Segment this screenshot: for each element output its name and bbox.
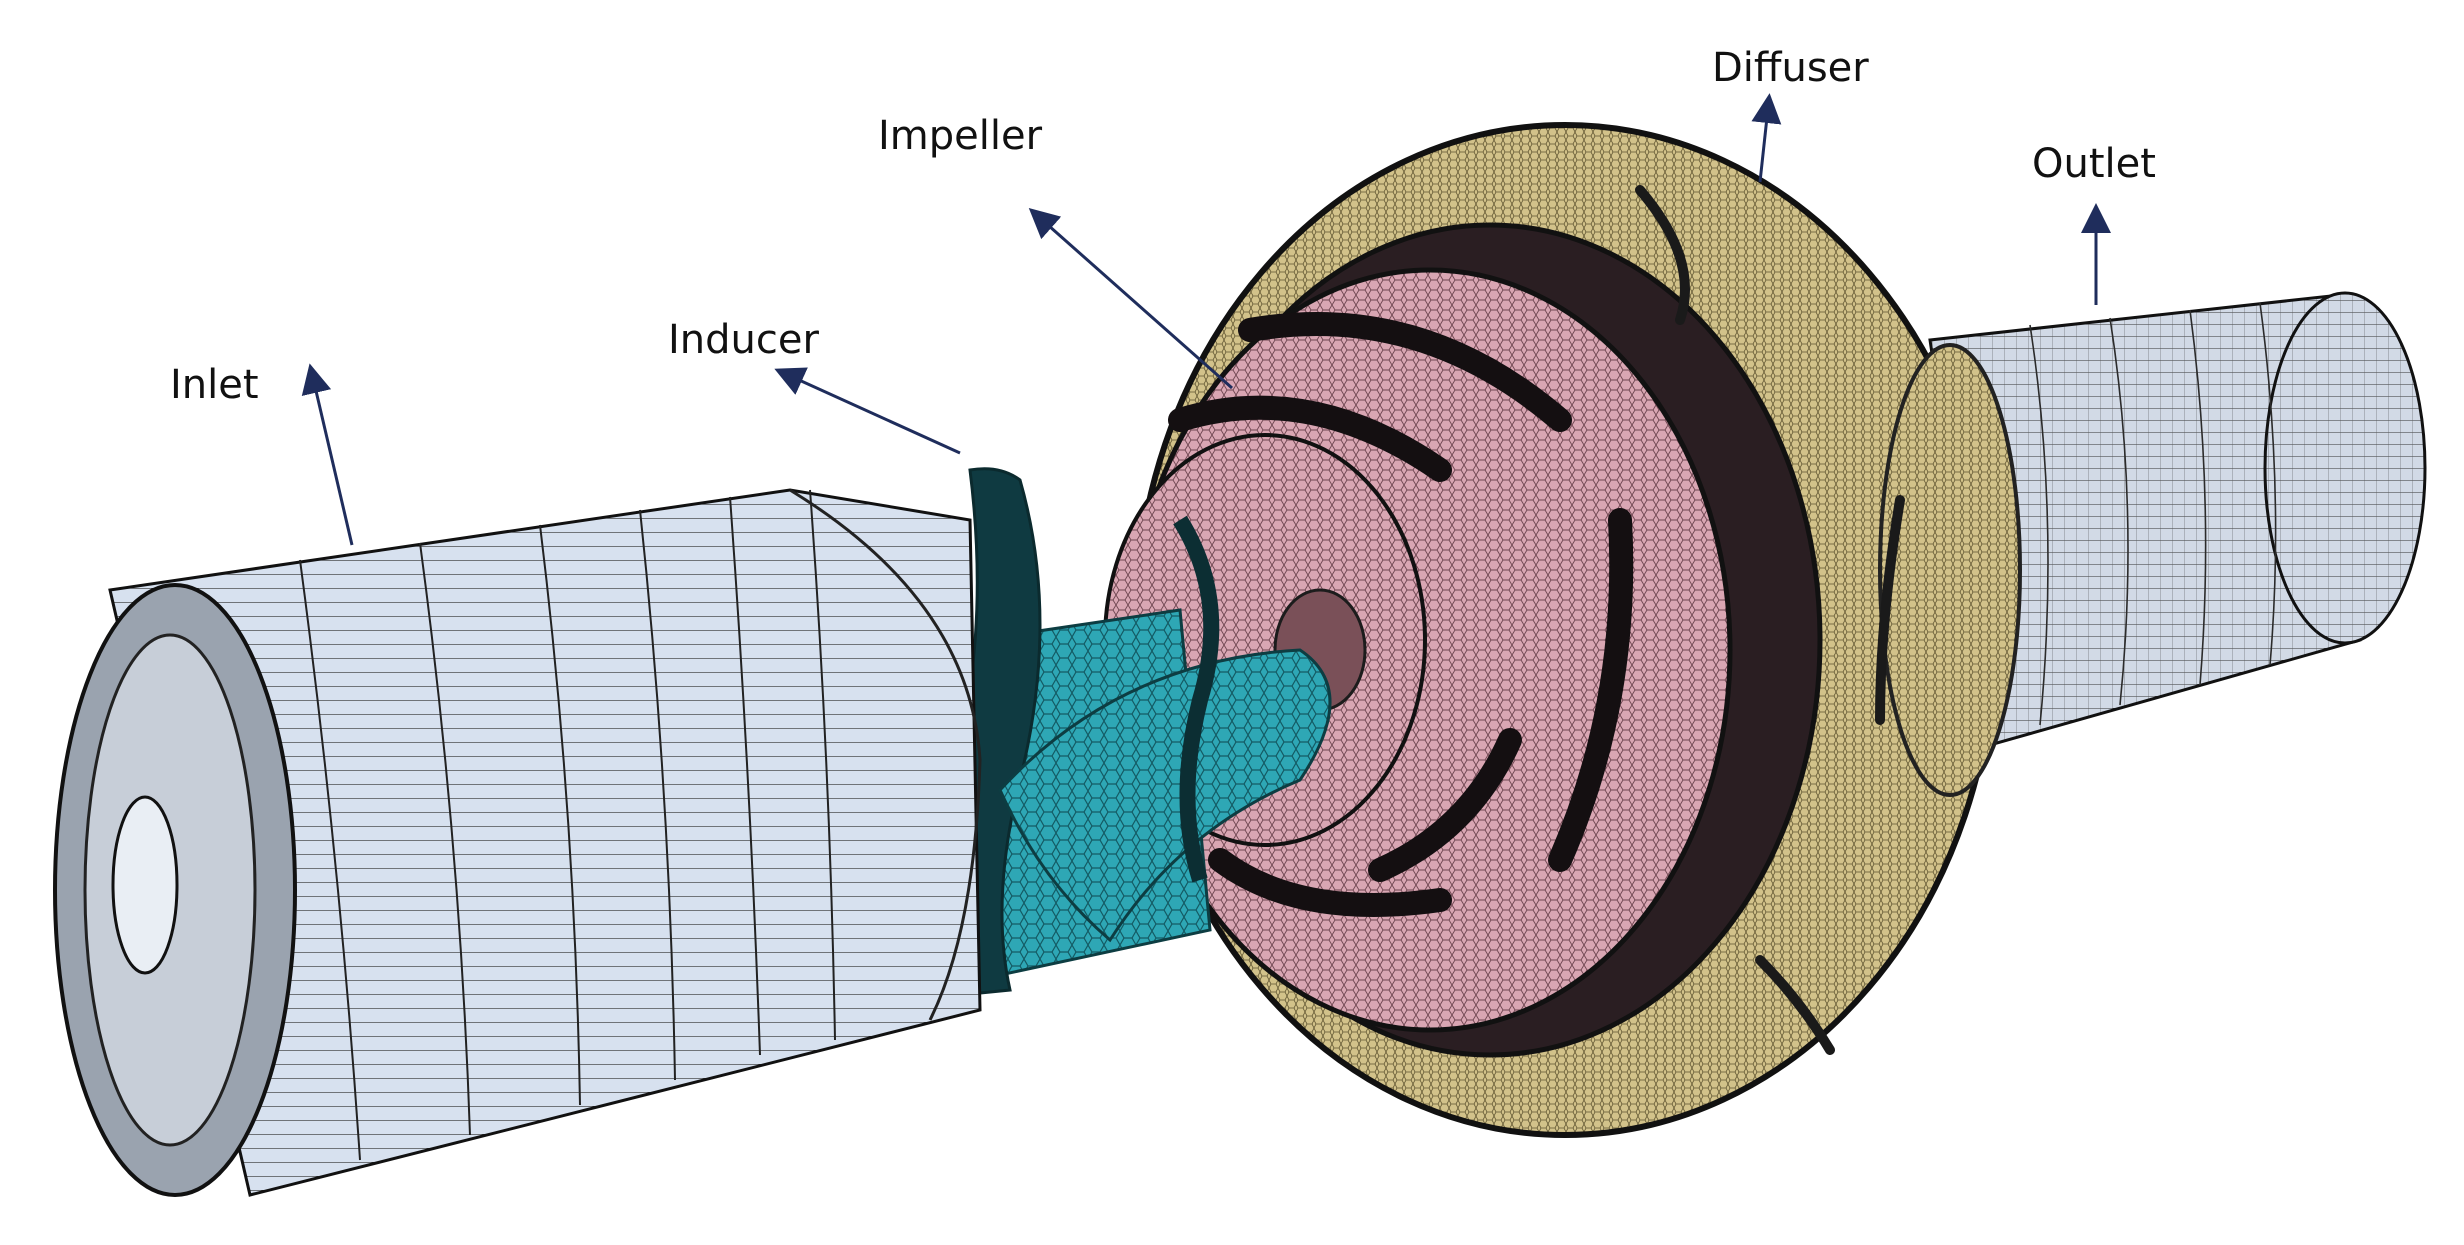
inducer-arrow bbox=[774, 367, 961, 455]
impeller-label: Impeller bbox=[878, 113, 1043, 159]
outlet-label: Outlet bbox=[2032, 141, 2156, 187]
impeller-arrow bbox=[1028, 208, 1233, 390]
inlet-arrow bbox=[301, 363, 354, 546]
diffuser-label: Diffuser bbox=[1712, 45, 1869, 91]
outlet-mesh bbox=[1928, 291, 2427, 747]
leader-arrows bbox=[301, 93, 2111, 546]
inlet-mesh bbox=[53, 488, 982, 1197]
inlet-label: Inlet bbox=[170, 362, 259, 408]
diffuser-arrow bbox=[1751, 93, 1782, 183]
inducer-label: Inducer bbox=[668, 317, 819, 363]
